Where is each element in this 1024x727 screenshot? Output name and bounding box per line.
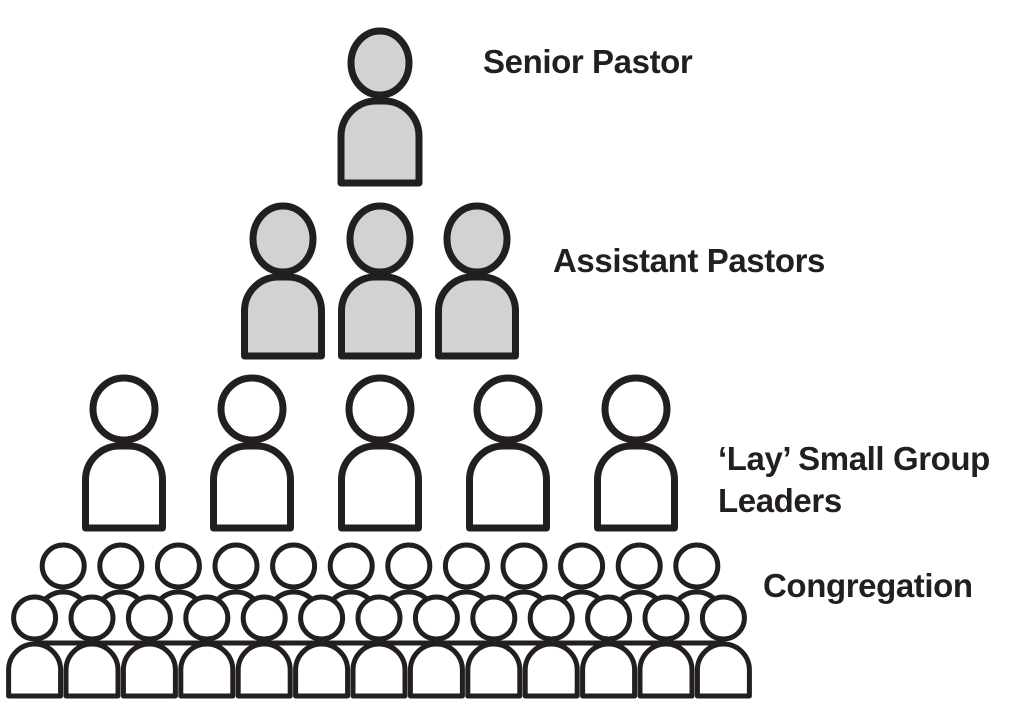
person-assistant-pastor	[241, 202, 325, 360]
person-lay-leader-body	[338, 442, 422, 532]
person-congregation-member-front	[465, 594, 523, 699]
person-congregation-member-back-head	[673, 542, 721, 590]
person-congregation-member-front-body	[235, 641, 293, 699]
person-congregation-member-back-head	[615, 542, 663, 590]
label-lay-small-group-leaders: ‘Lay’ Small Group Leaders	[718, 438, 990, 522]
person-assistant-pastor-body	[241, 273, 325, 360]
person-lay-leader-body	[210, 442, 294, 532]
person-congregation-member-front-body	[407, 641, 465, 699]
person-congregation-member-back-head	[442, 542, 490, 590]
person-lay-leader	[338, 374, 422, 532]
person-assistant-pastor-body	[435, 273, 519, 360]
person-congregation-member-front-body	[465, 641, 523, 699]
person-lay-leader	[594, 374, 678, 532]
person-lay-leader-head	[89, 374, 159, 444]
person-senior-pastor-head	[347, 27, 413, 99]
person-congregation-member-front-body	[293, 641, 351, 699]
person-congregation-member-front-head	[125, 594, 173, 642]
person-congregation-member-front-head	[355, 594, 403, 642]
person-congregation-member-front-head	[298, 594, 346, 642]
person-congregation-member-front	[178, 594, 236, 699]
person-congregation-member-front-head	[183, 594, 231, 642]
person-assistant-pastor-head	[443, 202, 511, 276]
person-lay-leader-head	[217, 374, 287, 444]
person-congregation-member-front-body	[120, 641, 178, 699]
person-congregation-member-front-head	[699, 594, 747, 642]
person-assistant-pastor-head	[346, 202, 414, 276]
person-congregation-member-back-head	[97, 542, 145, 590]
person-congregation-member-front-head	[585, 594, 633, 642]
person-congregation-member-front-body	[350, 641, 408, 699]
person-congregation-member-back-head	[500, 542, 548, 590]
person-lay-leader-head	[345, 374, 415, 444]
person-lay-leader-body	[466, 442, 550, 532]
person-congregation-member-front-body	[694, 641, 752, 699]
person-congregation-member-back-head	[385, 542, 433, 590]
person-lay-leader-head	[473, 374, 543, 444]
label-lay-line-1: ‘Lay’ Small Group	[718, 440, 990, 477]
person-congregation-member-front	[407, 594, 465, 699]
person-congregation-member-front-head	[68, 594, 116, 642]
person-senior-pastor	[337, 27, 423, 187]
person-lay-leader	[82, 374, 166, 532]
person-congregation-member-front-body	[178, 641, 236, 699]
person-congregation-member-front-head	[11, 594, 59, 642]
person-assistant-pastor-head	[249, 202, 317, 276]
person-congregation-member-front	[235, 594, 293, 699]
label-lay-line-2: Leaders	[718, 482, 842, 519]
label-assistant-pastors: Assistant Pastors	[553, 242, 825, 279]
person-congregation-member-back-head	[39, 542, 87, 590]
person-congregation-member-front-head	[527, 594, 575, 642]
person-congregation-member-front-head	[470, 594, 518, 642]
person-congregation-member-front-body	[6, 641, 64, 699]
person-lay-leader-head	[601, 374, 671, 444]
person-congregation-member-front-head	[642, 594, 690, 642]
label-senior-pastor: Senior Pastor	[483, 43, 693, 80]
person-congregation-member-front	[6, 594, 64, 699]
person-congregation-member-front-head	[240, 594, 288, 642]
person-lay-leader	[210, 374, 294, 532]
person-congregation-member-front-body	[637, 641, 695, 699]
person-congregation-member-back-head	[154, 542, 202, 590]
person-congregation-member-front	[522, 594, 580, 699]
person-assistant-pastor	[435, 202, 519, 360]
person-congregation-member-back-head	[327, 542, 375, 590]
person-congregation-member-back-head	[270, 542, 318, 590]
person-congregation-member-front-body	[63, 641, 121, 699]
person-lay-leader-body	[82, 442, 166, 532]
person-congregation-member-front	[120, 594, 178, 699]
person-congregation-member-front	[694, 594, 752, 699]
person-lay-leader	[466, 374, 550, 532]
person-assistant-pastor	[338, 202, 422, 360]
person-congregation-member-front	[293, 594, 351, 699]
person-lay-leader-body	[594, 442, 678, 532]
label-congregation: Congregation	[763, 567, 973, 604]
person-congregation-member-front	[350, 594, 408, 699]
person-senior-pastor-body	[337, 97, 423, 187]
person-assistant-pastor-body	[338, 273, 422, 360]
person-congregation-member-back-head	[212, 542, 260, 590]
person-congregation-member-front-head	[412, 594, 460, 642]
person-congregation-member-front-body	[580, 641, 638, 699]
person-congregation-member-back-head	[558, 542, 606, 590]
person-congregation-member-front	[580, 594, 638, 699]
person-congregation-member-front-body	[522, 641, 580, 699]
person-congregation-member-front	[637, 594, 695, 699]
person-congregation-member-front	[63, 594, 121, 699]
